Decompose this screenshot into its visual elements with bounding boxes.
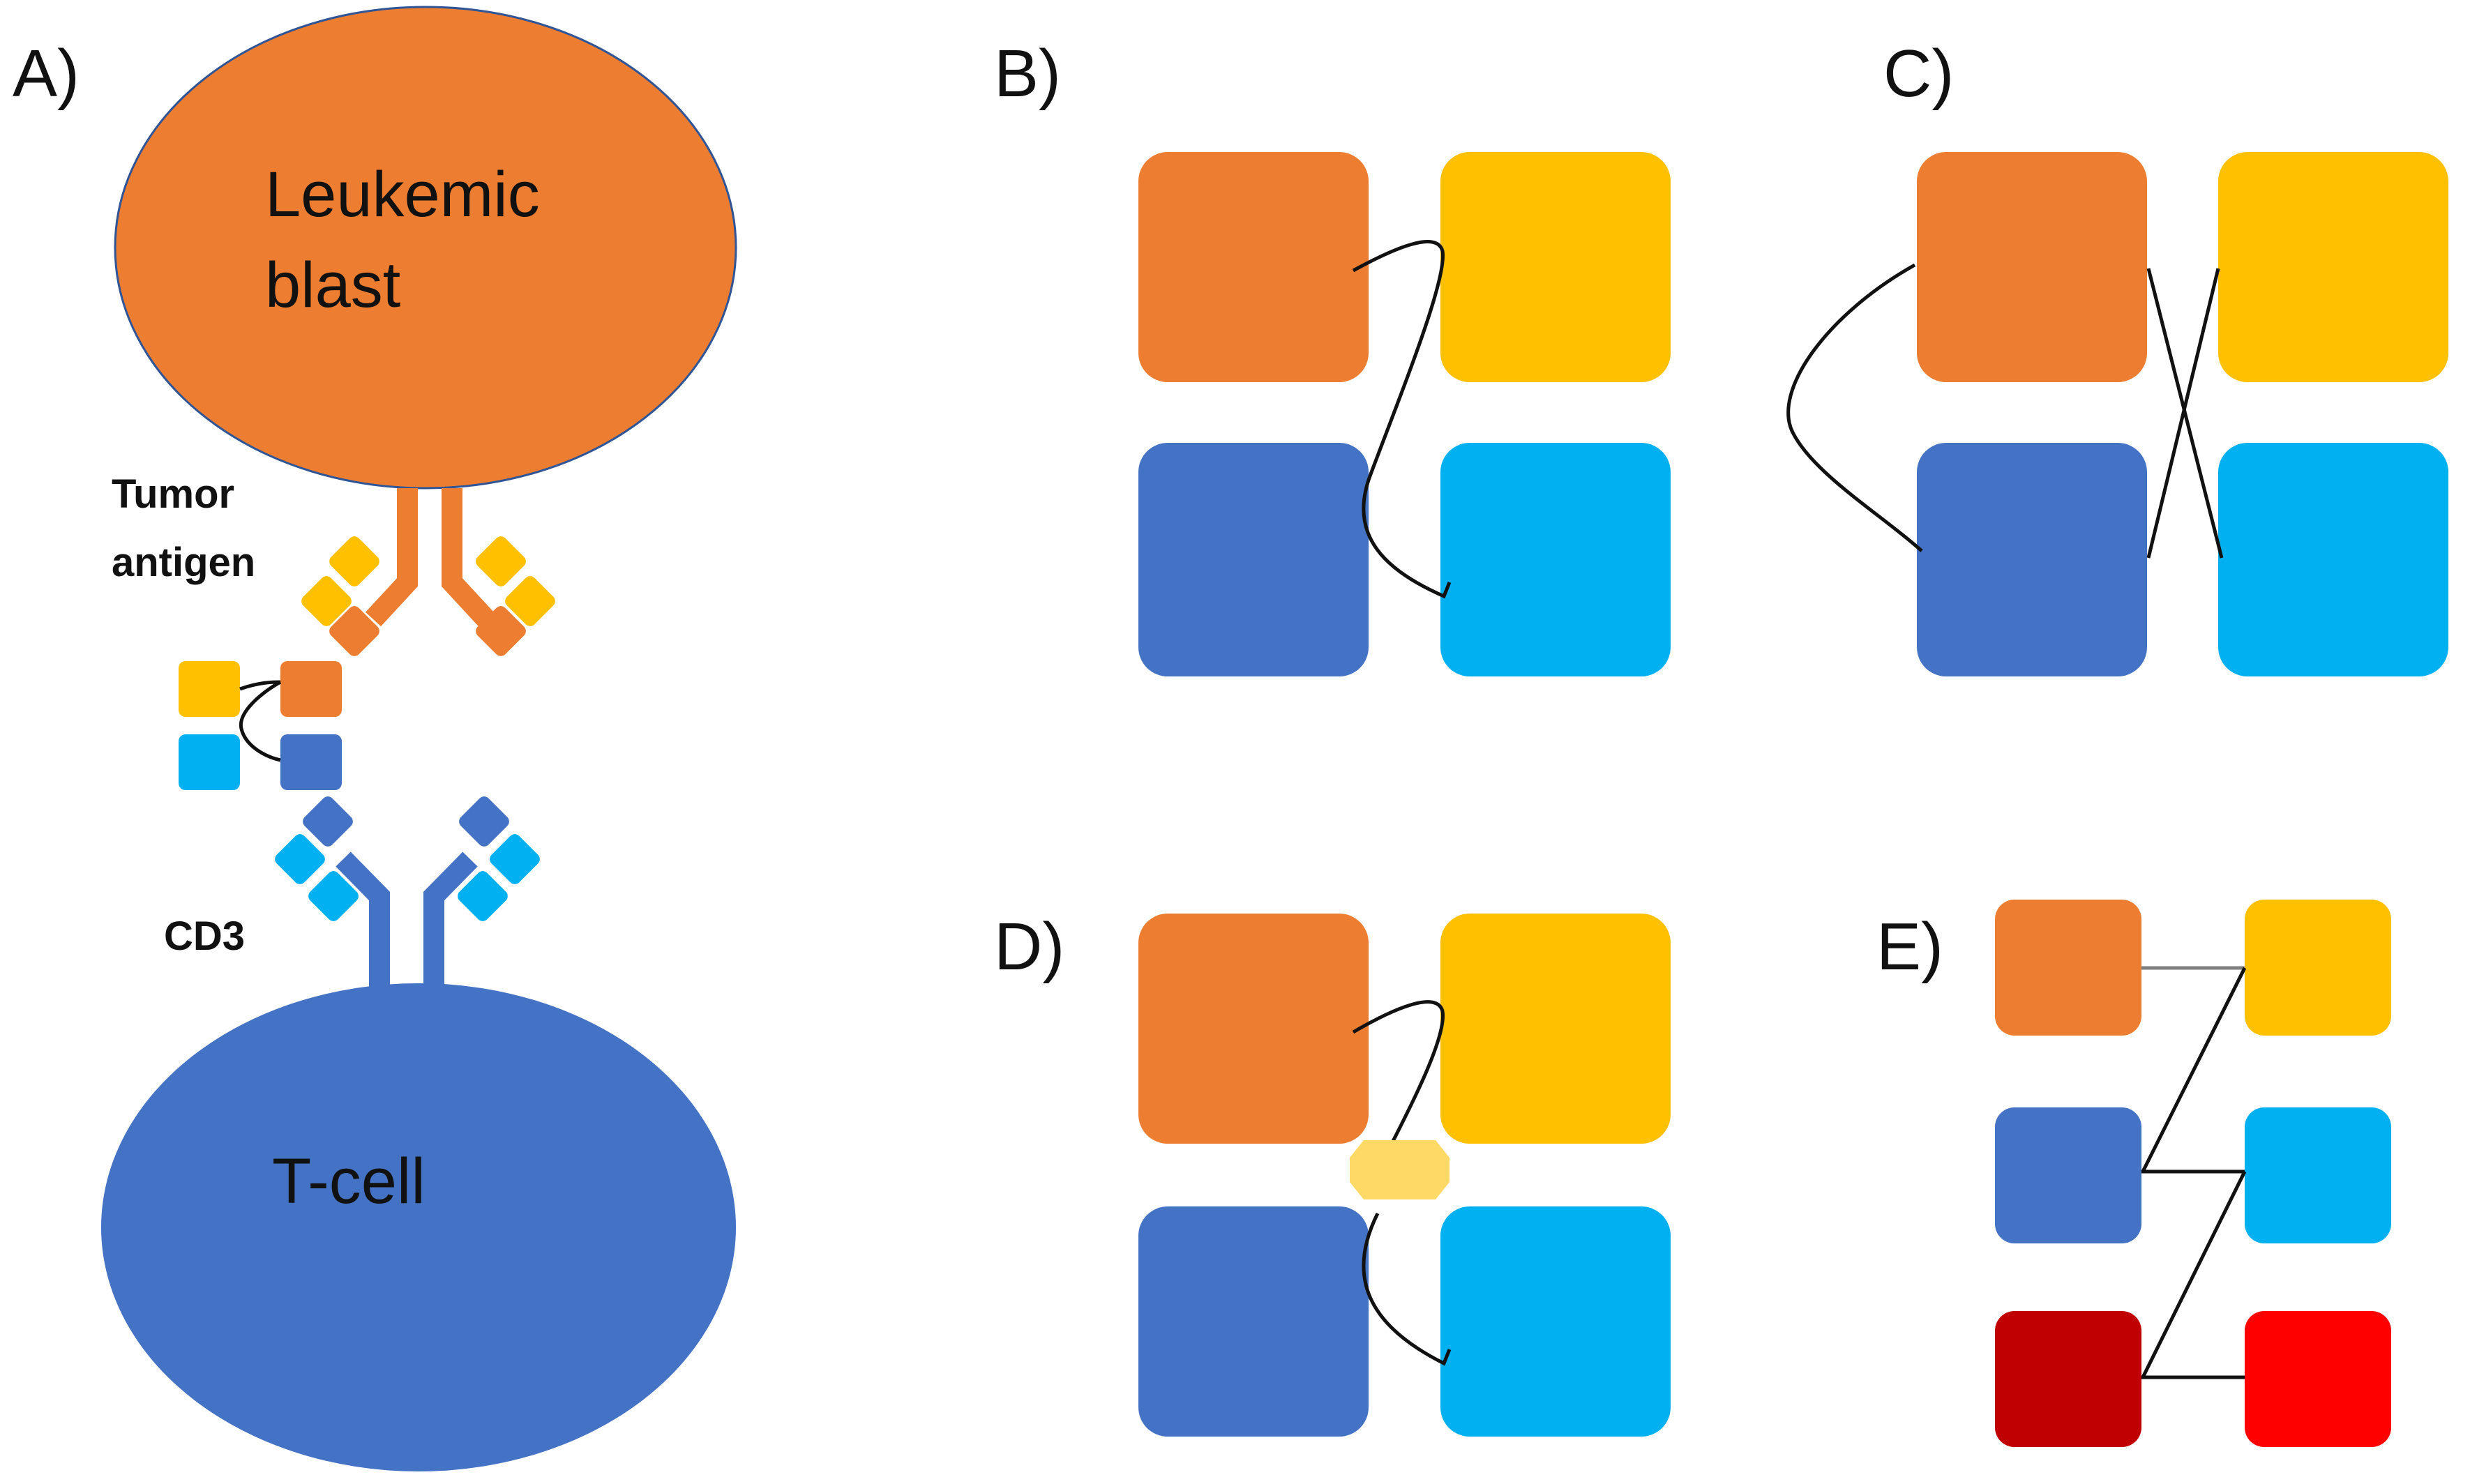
- panel-b-label: B): [994, 36, 1061, 111]
- cd3-label: CD3: [164, 914, 245, 959]
- antigen-domain-gold: [301, 576, 352, 626]
- domain-linker-cross-2: [2146, 268, 2220, 559]
- domain-orange: [1995, 900, 2141, 1036]
- tumor-antigen-label-line2: antigen: [112, 540, 255, 585]
- tumor-antigen-label-line1: Tumor: [112, 471, 234, 517]
- panel-d: D): [994, 909, 1671, 1437]
- tumor-antigen-receptor-left-arm: [365, 488, 418, 627]
- t-cell: [101, 983, 736, 1471]
- domain-gold: [2218, 152, 2448, 382]
- leukemic-blast-label-line2: blast: [265, 250, 400, 321]
- antigen-domain-gold: [329, 536, 379, 586]
- domain-dark-blue: [1138, 443, 1369, 676]
- domain-gold: [2245, 900, 2391, 1036]
- antigen-domain-gold: [476, 536, 526, 586]
- domain-linker-outer: [1786, 263, 1923, 552]
- cd3-receptor-left-arm: [336, 851, 390, 989]
- domain-dark-blue: [1138, 1206, 1369, 1437]
- domain-orange: [1138, 914, 1369, 1144]
- antigen-domain-orange: [476, 606, 526, 656]
- domain-dark-blue: [1917, 443, 2147, 676]
- bispecific-domain-gold: [179, 661, 240, 717]
- domain-red: [2245, 1311, 2391, 1447]
- domain-light-blue: [1440, 1206, 1671, 1437]
- t-cell-label: T-cell: [272, 1146, 426, 1217]
- cd3-domain-light-blue: [458, 871, 508, 921]
- tumor-antigen-receptor-right-arm: [442, 488, 495, 627]
- cd3-domain-light-blue: [275, 834, 325, 884]
- panel-d-label: D): [994, 909, 1064, 984]
- domain-gold: [1440, 914, 1671, 1144]
- cd3-domain-light-blue: [308, 871, 359, 921]
- domain-light-blue: [2218, 443, 2448, 676]
- linker-gold-darkblue: [2141, 967, 2247, 1173]
- leukemic-blast-cell: [114, 6, 737, 490]
- panel-a-label: A): [13, 36, 80, 111]
- bispecific-linker: [239, 680, 282, 762]
- antigen-domain-orange: [329, 606, 379, 656]
- linker-lightblue-darkred: [2141, 1170, 2247, 1379]
- bispecific-domain-dark-blue: [280, 734, 342, 790]
- domain-light-blue: [2245, 1107, 2391, 1243]
- domain-dark-red: [1995, 1311, 2141, 1447]
- domain-dark-blue: [1995, 1107, 2141, 1243]
- panel-c-label: C): [1883, 36, 1954, 111]
- antigen-domain-gold: [505, 576, 555, 626]
- bispecific-domain-orange: [280, 661, 342, 717]
- domain-orange: [1138, 152, 1369, 382]
- domain-linker-lower: [1362, 1212, 1452, 1366]
- cd3-receptor-right-arm: [423, 851, 478, 989]
- linker-spacer-block: [1350, 1140, 1449, 1199]
- panel-e: E): [1876, 900, 2391, 1447]
- panel-a: A) Leukemic blast Tumor antigen: [13, 6, 737, 1471]
- domain-linker: [1352, 240, 1452, 599]
- cd3-domain-dark-blue: [303, 796, 353, 847]
- panel-e-label: E): [1876, 909, 1943, 984]
- panel-b: B): [994, 36, 1671, 676]
- domain-orange: [1917, 152, 2147, 382]
- leukemic-blast-label-line1: Leukemic: [265, 159, 540, 230]
- cd3-domain-dark-blue: [459, 796, 509, 847]
- domain-gold: [1440, 152, 1671, 382]
- bispecific-domain-light-blue: [179, 734, 240, 790]
- domain-linker-upper: [1352, 1000, 1445, 1159]
- domain-light-blue: [1440, 443, 1671, 676]
- panel-c: C): [1786, 36, 2448, 676]
- cd3-domain-light-blue: [490, 834, 540, 884]
